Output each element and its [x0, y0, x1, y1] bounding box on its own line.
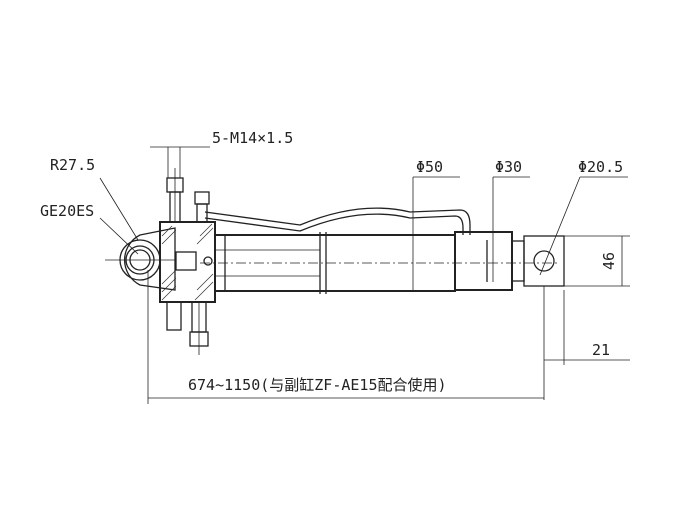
eye-offset-label: 21 [592, 341, 610, 359]
eye-width-label: 46 [600, 252, 618, 270]
right-rod-eye [523, 235, 565, 287]
barrel-diameter-label: Φ50 [416, 158, 443, 176]
valve-block [159, 221, 216, 303]
cylinder-barrel [200, 232, 560, 294]
dimension-lines [99, 146, 630, 404]
external-tube [204, 207, 471, 235]
left-rod-eye [105, 227, 176, 291]
lower-fittings [166, 301, 209, 355]
thread-label: 5-M14×1.5 [212, 129, 293, 147]
radius-label: R27.5 [50, 156, 95, 174]
eye-diameter-label: Φ20.5 [578, 158, 623, 176]
rod-diameter-label: Φ30 [495, 158, 522, 176]
bearing-label: GE20ES [40, 202, 94, 220]
piston-rod [454, 231, 525, 291]
overall-length-label: 674~1150(与副缸ZF-AE15配合使用) [188, 376, 447, 394]
upper-fittings [166, 168, 210, 223]
